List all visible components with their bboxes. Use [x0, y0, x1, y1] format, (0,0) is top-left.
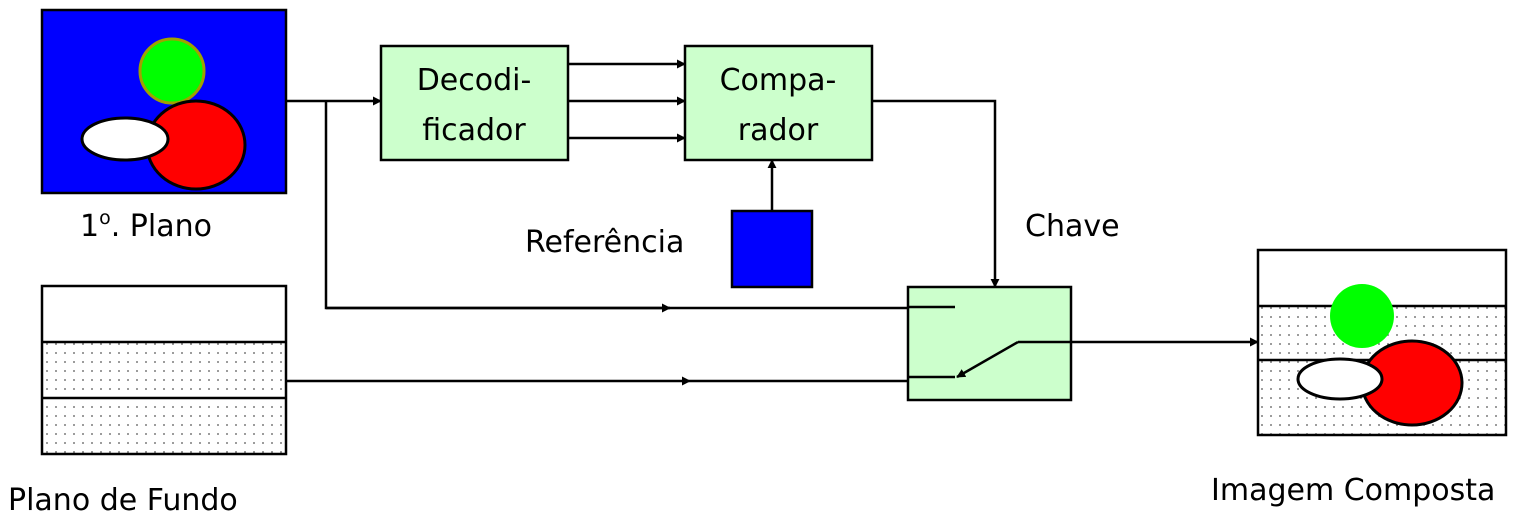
foreground-green-circle	[140, 39, 204, 103]
reference-label: Referência	[525, 225, 684, 260]
composite-label: Imagem Composta	[1211, 473, 1495, 508]
composite-green-circle	[1330, 284, 1394, 348]
comparator-label-line2: rador	[738, 113, 819, 148]
decoder-block: Decodi- ficador	[381, 46, 568, 160]
background-image	[42, 286, 286, 454]
background-bottom-dotted-band	[42, 398, 286, 454]
foreground-white-ellipse	[82, 118, 168, 160]
foreground-image	[42, 10, 286, 193]
line-comparator-to-switch	[872, 101, 995, 287]
composite-image	[1258, 250, 1506, 435]
reference-blue-square	[732, 211, 812, 287]
foreground-label: 1o. Plano	[80, 207, 212, 244]
background-middle-dotted-band	[42, 342, 286, 398]
composite-white-ellipse	[1298, 359, 1382, 399]
switch-block	[908, 287, 1071, 400]
decoder-label-line1: Decodi-	[417, 63, 532, 98]
decoder-label-line2: ficador	[422, 113, 526, 148]
background-label: Plano de Fundo	[8, 483, 238, 518]
key-label: Chave	[1025, 209, 1120, 244]
comparator-label-line1: Compa-	[720, 63, 837, 98]
comparator-block: Compa- rador	[685, 46, 872, 160]
background-top-white-band	[42, 286, 286, 342]
